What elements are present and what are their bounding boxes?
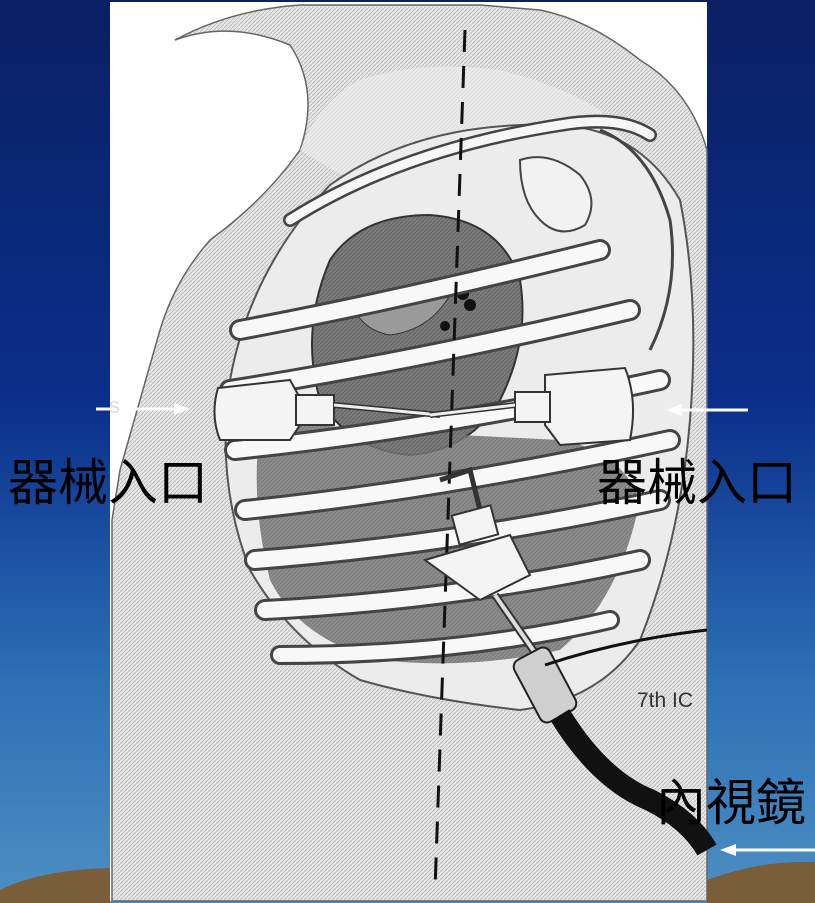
right-instrument-port-label: 器械入口 (597, 458, 797, 508)
intercostal-label: 7th IC (637, 689, 693, 713)
corner-shape-right (707, 862, 815, 903)
left-instrument-port-label: 器械入口 (8, 458, 208, 508)
port-mark-3 (464, 299, 476, 311)
endoscope-label: 內視鏡 (656, 778, 806, 828)
arrow-endoscope (720, 844, 815, 856)
port-mark-4 (440, 321, 450, 331)
corner-shape-left (0, 868, 110, 903)
partial-label-text: s (109, 393, 120, 419)
